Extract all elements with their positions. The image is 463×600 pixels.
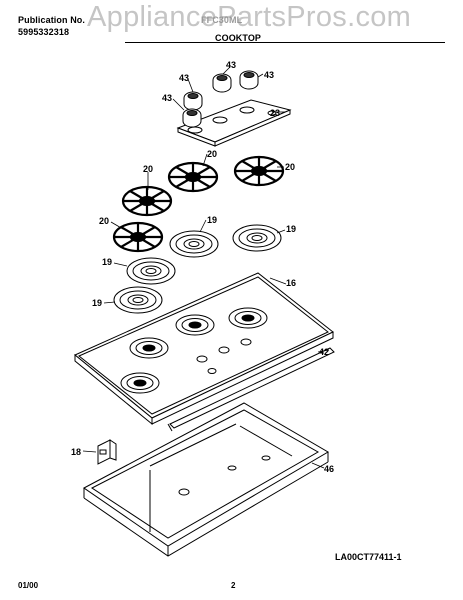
callout-20: 20 [99,216,109,226]
callout-19: 19 [102,257,112,267]
callout-23: 23 [270,108,280,118]
section-title: COOKTOP [215,33,262,43]
cooktop-part [74,272,334,426]
callout-19: 19 [286,224,296,234]
callout-43: 43 [264,70,274,80]
callout-20: 20 [143,164,153,174]
callout-19: 19 [207,215,217,225]
callout-19: 19 [92,298,102,308]
callout-18: 18 [71,447,81,457]
burner-pan-part [83,402,329,557]
figure-code: LA00CT77411-1 [335,552,402,562]
grate-part [112,155,285,253]
footer-date: 01/00 [18,581,39,590]
callout-20: 20 [285,162,295,172]
bracket-part [97,439,117,465]
callout-20: 20 [207,149,217,159]
header-rule [125,42,445,43]
knob-part [182,70,259,128]
trim-strip-part [167,347,335,432]
footer-page-number: 2 [231,581,236,590]
publication-number: 5995332318 [18,27,70,37]
callout-42: 42 [319,347,329,357]
callout-43: 43 [226,60,236,70]
callout-16: 16 [286,278,296,288]
callout-43: 43 [162,93,172,103]
model-number: FFC30ML [201,15,243,25]
callout-43: 43 [179,73,189,83]
site-watermark: AppliancePartsPros.com [87,1,412,33]
control-panel-part [176,99,292,147]
publication-label: Publication No. [18,15,86,25]
leader-lines [82,66,330,469]
callout-46: 46 [324,464,334,474]
drip-bowl-part [113,224,282,314]
